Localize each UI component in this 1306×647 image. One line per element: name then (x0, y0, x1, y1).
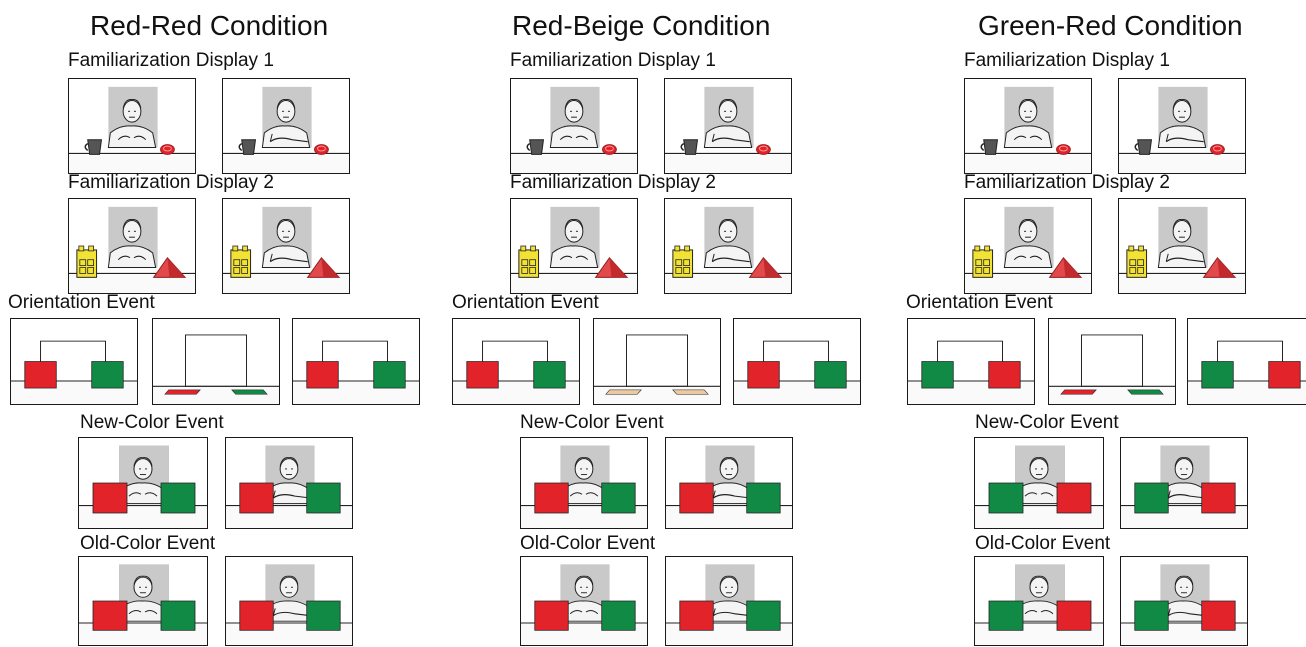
panel-illustration (1121, 564, 1247, 645)
oldcolor-panel-looking (78, 556, 208, 646)
panel-illustration (69, 206, 195, 293)
panel-illustration (1121, 445, 1247, 528)
orientation-panel-boxes-2 (292, 318, 420, 405)
panel-illustration (521, 445, 647, 528)
orientation-panel-mats (1048, 318, 1176, 405)
panel-illustration (665, 86, 791, 173)
fam1-label: Familiarization Display 1 (68, 50, 274, 71)
orientation-panel-boxes-1 (907, 318, 1035, 405)
fam2-panel-looking (510, 198, 638, 294)
orientation-panel-boxes-1 (10, 318, 138, 405)
newcolor-panel-reaching (225, 437, 353, 529)
oldcolor-label: Old-Color Event (520, 533, 656, 554)
newcolor-label: New-Color Event (80, 412, 224, 433)
fam2-panel-reaching (664, 198, 792, 294)
oldcolor-panel-reaching (1120, 556, 1248, 646)
panel-illustration (975, 445, 1103, 528)
panel-illustration (11, 340, 137, 404)
fam1-panel-reaching (664, 78, 792, 174)
orientation-label: Orientation Event (452, 292, 599, 313)
panel-illustration (665, 206, 791, 293)
panel-illustration (79, 564, 207, 645)
oldcolor-panel-reaching (665, 556, 793, 646)
panel-illustration (1119, 86, 1245, 173)
panel-illustration (965, 86, 1091, 173)
panel-illustration (666, 445, 792, 528)
oldcolor-label: Old-Color Event (975, 533, 1111, 554)
panel-illustration (69, 86, 195, 173)
condition-title: Red-Red Condition (90, 10, 329, 41)
fam1-label: Familiarization Display 1 (510, 50, 716, 71)
newcolor-panel-reaching (665, 437, 793, 529)
panel-illustration (79, 445, 207, 528)
panel-illustration (666, 564, 792, 645)
newcolor-panel-looking (78, 437, 208, 529)
panel-illustration (511, 86, 637, 173)
panel-illustration (511, 206, 637, 293)
panel-illustration (226, 564, 352, 645)
fam1-panel-reaching (1118, 78, 1246, 174)
fam2-panel-looking (68, 198, 196, 294)
panel-illustration (223, 86, 349, 173)
panel-illustration (908, 340, 1034, 404)
newcolor-panel-reaching (1120, 437, 1248, 529)
fam2-label: Familiarization Display 2 (964, 172, 1170, 193)
panel-illustration (521, 564, 647, 645)
fam2-panel-reaching (222, 198, 350, 294)
orientation-label: Orientation Event (906, 292, 1053, 313)
fam1-panel-looking (68, 78, 196, 174)
panel-illustration (1049, 334, 1175, 404)
panel-illustration (734, 340, 860, 404)
oldcolor-panel-reaching (225, 556, 353, 646)
oldcolor-label: Old-Color Event (80, 533, 216, 554)
orientation-panel-boxes-1 (452, 318, 580, 405)
panel-illustration (223, 206, 349, 293)
oldcolor-panel-looking (974, 556, 1104, 646)
condition-title: Red-Beige Condition (512, 10, 771, 41)
fam1-label: Familiarization Display 1 (964, 50, 1170, 71)
fam1-panel-reaching (222, 78, 350, 174)
newcolor-label: New-Color Event (975, 412, 1119, 433)
newcolor-label: New-Color Event (520, 412, 664, 433)
panel-illustration (965, 206, 1091, 293)
oldcolor-panel-looking (520, 556, 648, 646)
orientation-panel-boxes-2 (1187, 318, 1306, 405)
fam2-label: Familiarization Display 2 (510, 172, 716, 193)
fam1-panel-looking (964, 78, 1092, 174)
orientation-panel-boxes-2 (733, 318, 861, 405)
panel-illustration (1188, 340, 1306, 404)
panel-illustration (153, 334, 279, 404)
orientation-panel-mats (593, 318, 721, 405)
panel-illustration (1119, 206, 1245, 293)
panel-illustration (226, 445, 352, 528)
fam2-panel-looking (964, 198, 1092, 294)
orientation-panel-mats (152, 318, 280, 405)
panel-illustration (975, 564, 1103, 645)
condition-title: Green-Red Condition (978, 10, 1243, 41)
panel-illustration (453, 340, 579, 404)
newcolor-panel-looking (520, 437, 648, 529)
orientation-label: Orientation Event (8, 292, 155, 313)
fam2-panel-reaching (1118, 198, 1246, 294)
newcolor-panel-looking (974, 437, 1104, 529)
panel-illustration (293, 340, 419, 404)
panel-illustration (594, 334, 720, 404)
fam2-label: Familiarization Display 2 (68, 172, 274, 193)
fam1-panel-looking (510, 78, 638, 174)
